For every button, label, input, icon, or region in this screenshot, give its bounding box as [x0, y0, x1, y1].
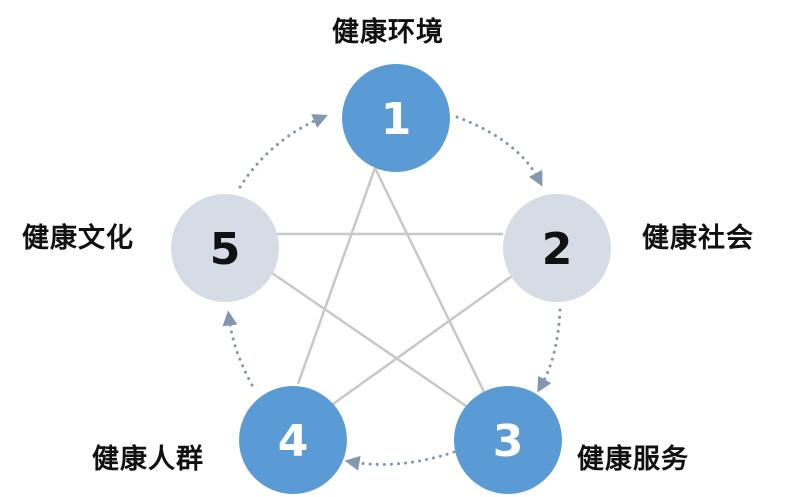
label-node-4: 健康人群 [92, 444, 204, 475]
star-connectors [271, 167, 513, 410]
arrow-4-to-5 [222, 310, 254, 387]
node-circle-4 [239, 386, 347, 494]
cycle-arrows [222, 114, 562, 471]
label-node-2: 健康社会 [642, 223, 754, 254]
label-node-1: 健康环境 [332, 17, 444, 48]
arrow-3-to-4 [344, 450, 456, 471]
node-circle-2 [503, 194, 611, 302]
node-number-4: 4 [278, 416, 309, 467]
node-4: 4 [239, 386, 347, 494]
arrow-2-to-3 [537, 308, 562, 393]
connector-2-4 [332, 274, 513, 406]
connector-1-4 [296, 167, 377, 385]
node-5: 5 [171, 194, 279, 302]
node-number-1: 1 [381, 94, 412, 145]
label-node-5: 健康文化 [22, 223, 134, 254]
node-3: 3 [454, 386, 562, 494]
node-1: 1 [342, 64, 450, 172]
node-number-2: 2 [542, 224, 573, 275]
arrow-5-to-1 [238, 114, 328, 189]
connector-3-5 [271, 271, 470, 410]
node-circle-1 [342, 64, 450, 172]
node-number-3: 3 [493, 416, 524, 467]
node-circle-3 [454, 386, 562, 494]
node-circle-5 [171, 194, 279, 302]
node-number-5: 5 [210, 224, 241, 275]
node-2: 2 [503, 194, 611, 302]
label-node-3: 健康服务 [577, 444, 689, 475]
arrow-1-to-2 [455, 115, 543, 187]
connector-1-3 [373, 167, 489, 399]
